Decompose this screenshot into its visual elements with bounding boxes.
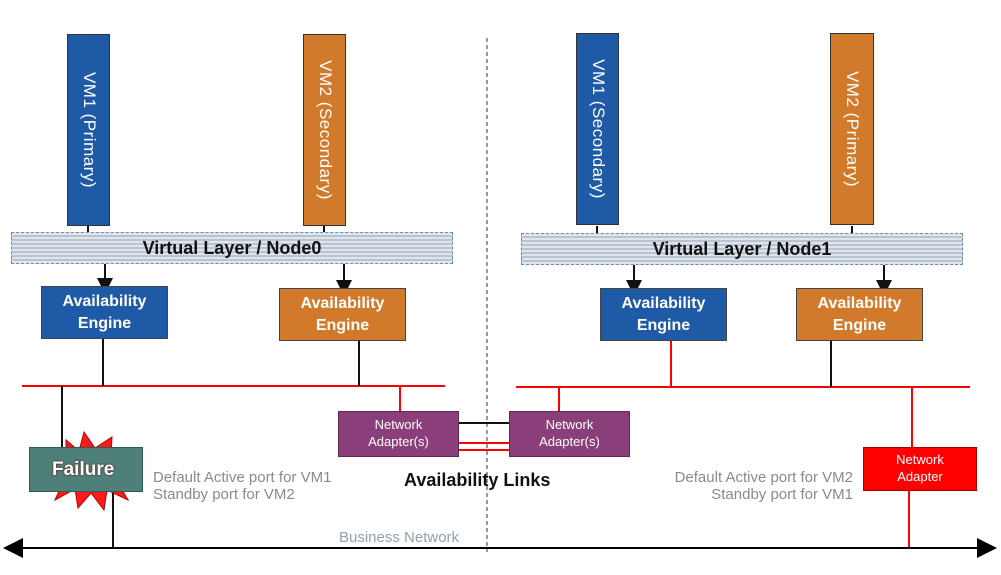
vm-label: VM2 (Primary) [843,70,862,188]
availability-engine-vm2-node1: Availability Engine [796,288,923,341]
availability-links-label: Availability Links [404,470,551,490]
availability-engine-vm2-node0: Availability Engine [279,288,406,341]
virtual-layer-label: Virtual Layer / Node1 [652,238,832,259]
failed-network-adapter [29,447,143,492]
vm-label: VM1 (Primary) [79,71,99,189]
engine-label: Availability Engine [621,294,706,334]
availability-engine-vm1-node1: Availability Engine [600,288,727,341]
vm2-primary-node1: VM2 (Primary) [830,33,874,225]
availability-engine-vm1-node0: Availability Engine [41,286,168,339]
adapter-label: Network Adapter [896,452,944,484]
engine-label: Availability Engine [817,294,902,334]
network-adapter-red-node1: Network Adapter [863,447,977,491]
adapter-label: Network Adapter(s) [368,417,429,449]
network-adapter-node1: Network Adapter(s) [509,411,630,457]
engine-label: Availability Engine [62,292,147,332]
port-note-line: Default Active port for VM1 [153,469,332,486]
vm-label: VM2 (Secondary) [315,60,335,200]
business-network-label: Business Network [339,529,460,546]
vm-label: VM1 (Secondary) [588,59,608,199]
vm1-secondary-node1: VM1 (Secondary) [576,33,619,225]
network-adapter-node0: Network Adapter(s) [338,411,459,457]
port-note-line: Default Active port for VM2 [674,469,853,486]
engine-label: Availability Engine [300,294,385,334]
port-note-line: Standby port for VM1 [711,486,853,503]
port-note-line: Standby port for VM2 [153,486,295,503]
vm1-primary-node0: VM1 (Primary) [67,34,110,226]
virtual-layer-label: Virtual Layer / Node0 [142,237,322,258]
adapter-label: Network Adapter(s) [539,417,600,449]
vm2-secondary-node0: VM2 (Secondary) [303,34,346,226]
port-note-node0: Default Active port for VM1 Standby port… [153,469,331,503]
failure-label: Failure [52,459,115,480]
virtual-layer-node1: Virtual Layer / Node1 [521,233,963,265]
port-note-node1: Default Active port for VM2 Standby port… [620,469,853,503]
virtual-layer-node0: Virtual Layer / Node0 [11,232,453,264]
